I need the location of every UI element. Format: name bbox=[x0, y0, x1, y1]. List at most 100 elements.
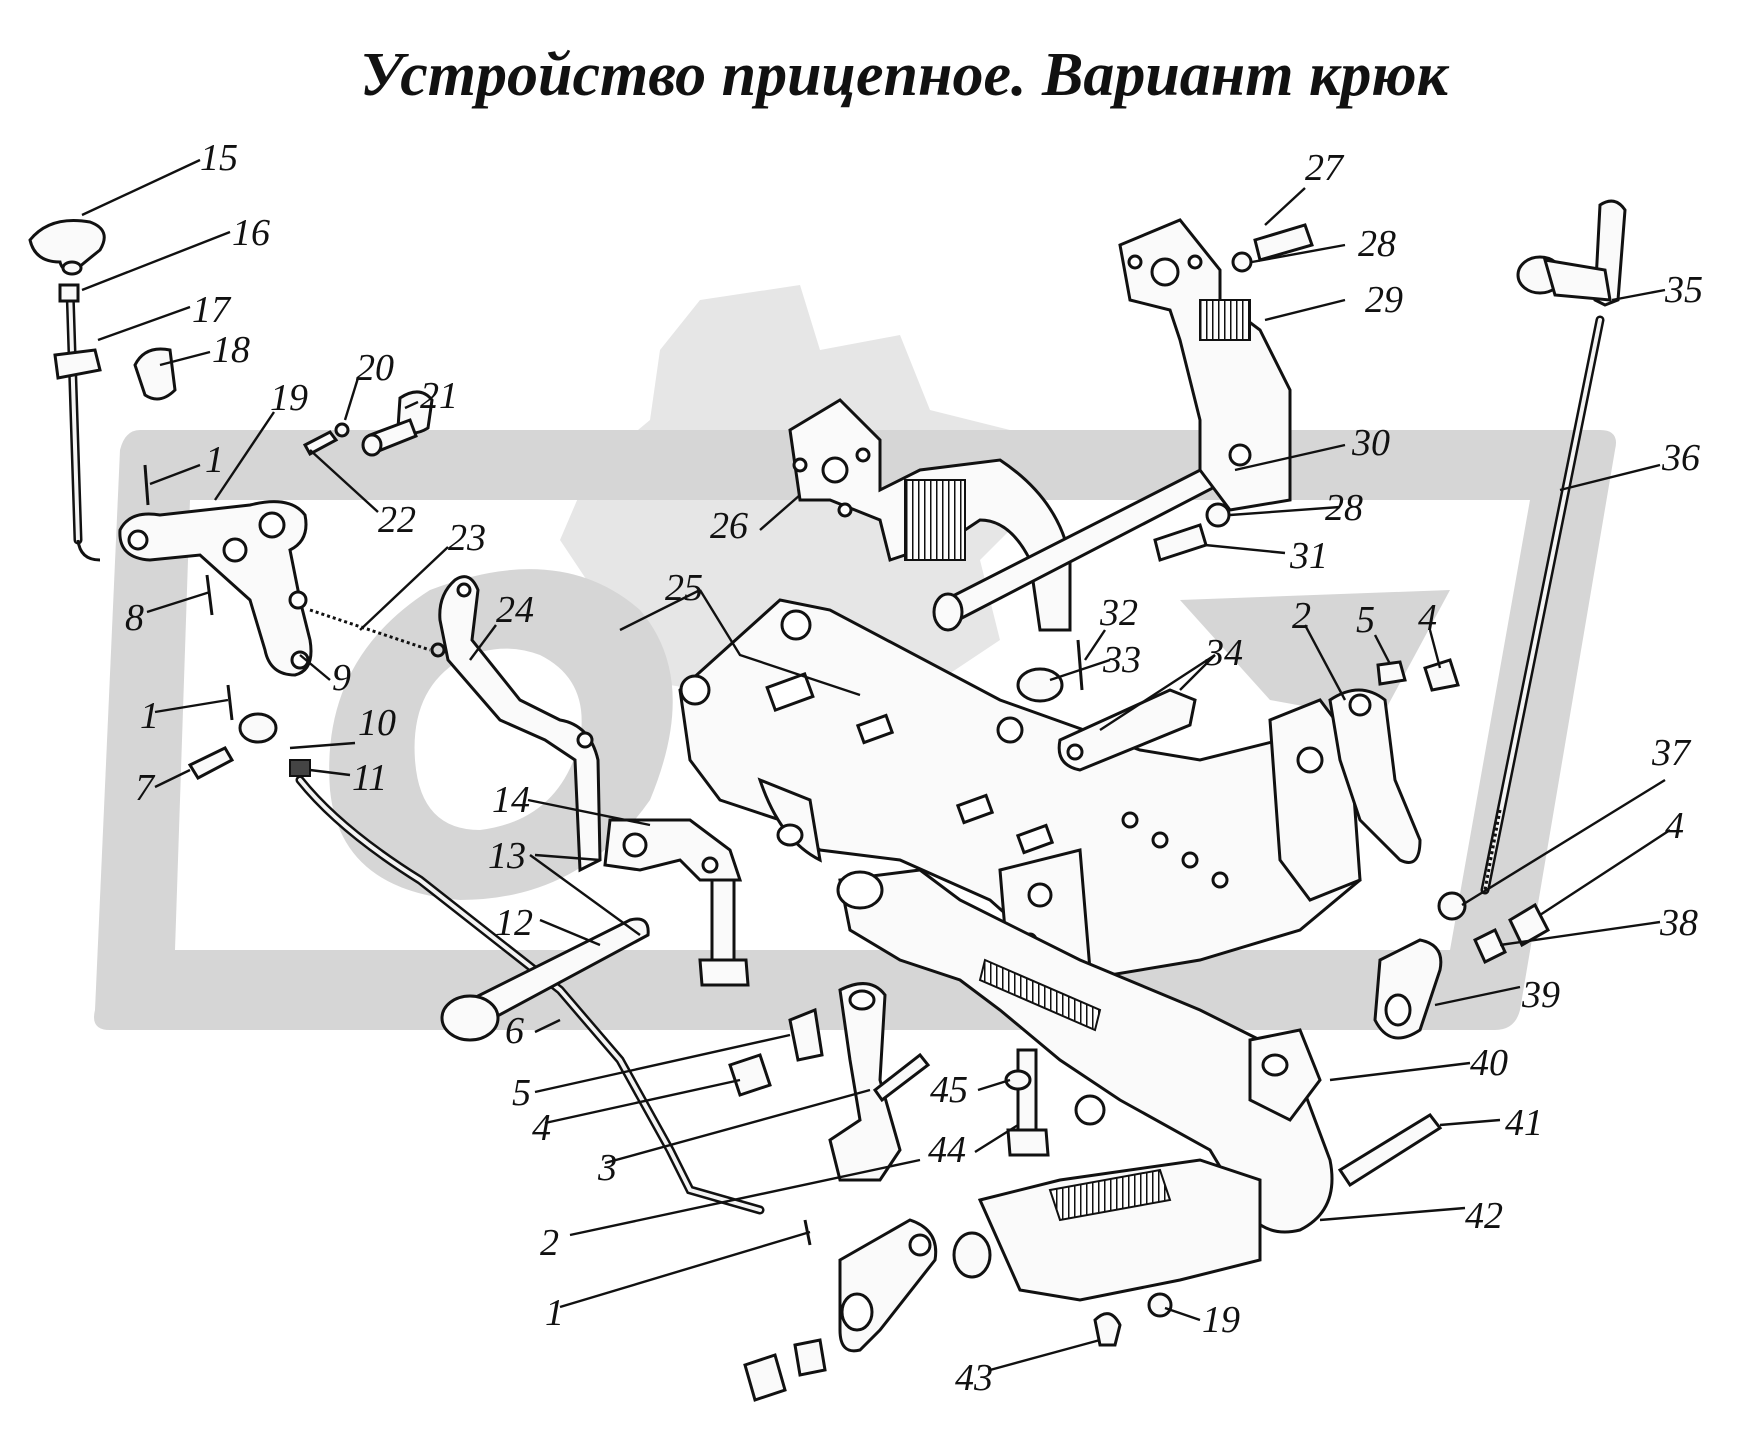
callout-7: 7 bbox=[135, 767, 156, 809]
callout-31: 31 bbox=[1289, 535, 1328, 577]
part-cotter-pin bbox=[226, 684, 234, 721]
part-washer bbox=[1231, 251, 1253, 273]
part-washer bbox=[1205, 502, 1231, 528]
part-hex-bolt bbox=[698, 878, 750, 987]
callout-20: 20 bbox=[356, 347, 394, 389]
part-rod-end bbox=[238, 712, 311, 777]
callout-10: 10 bbox=[358, 702, 396, 744]
part-lock-washer bbox=[793, 1338, 827, 1377]
callout-28: 28 bbox=[1325, 487, 1363, 529]
callout-3: 3 bbox=[597, 1147, 617, 1189]
part-clip bbox=[1093, 1312, 1122, 1347]
part-pin-shaft bbox=[440, 917, 650, 1042]
callout-1: 1 bbox=[205, 439, 224, 481]
callout-1: 1 bbox=[545, 1292, 564, 1334]
callout-8: 8 bbox=[125, 597, 144, 639]
part-small-bracket bbox=[603, 818, 743, 882]
callout-5: 5 bbox=[1356, 599, 1375, 641]
callout-21: 21 bbox=[420, 375, 458, 417]
part-lever-arm bbox=[118, 500, 313, 677]
callout-14: 14 bbox=[492, 779, 530, 821]
callout-39: 39 bbox=[1521, 974, 1560, 1016]
callout-4: 4 bbox=[532, 1107, 551, 1149]
part-bolt bbox=[1508, 902, 1550, 948]
part-latch-plate bbox=[1057, 688, 1197, 772]
callout-4: 4 bbox=[1418, 597, 1437, 639]
part-knob bbox=[28, 218, 106, 276]
part-long-rod bbox=[295, 775, 765, 1215]
callout-45: 45 bbox=[930, 1069, 968, 1111]
part-cotter-pin bbox=[1076, 639, 1084, 691]
callout-41: 41 bbox=[1505, 1102, 1543, 1144]
part-spring bbox=[309, 608, 446, 658]
callout-13: 13 bbox=[488, 835, 526, 877]
part-nut bbox=[1437, 891, 1467, 921]
part-left-bracket bbox=[788, 398, 1072, 632]
part-hook-body bbox=[836, 868, 1334, 1234]
diagram-title: Устройство прицепное. Вариант крюк bbox=[360, 41, 1450, 109]
callout-2: 2 bbox=[540, 1222, 559, 1264]
callout-4: 4 bbox=[1665, 805, 1684, 847]
callout-17: 17 bbox=[192, 289, 232, 331]
callout-2: 2 bbox=[1292, 595, 1311, 637]
part-knuckle-bottom bbox=[838, 1218, 938, 1353]
callout-18: 18 bbox=[212, 329, 250, 371]
part-lock-washer bbox=[1473, 927, 1507, 965]
part-knuckle-right bbox=[1328, 658, 1460, 864]
callout-22: 22 bbox=[378, 499, 416, 541]
part-cotter-pin bbox=[205, 574, 214, 616]
part-screw bbox=[302, 430, 339, 457]
part-pin bbox=[1337, 1113, 1443, 1188]
part-clip bbox=[133, 347, 177, 401]
callout-37: 37 bbox=[1651, 732, 1692, 774]
callout-44: 44 bbox=[928, 1129, 966, 1171]
callout-40: 40 bbox=[1470, 1042, 1508, 1084]
part-nut bbox=[334, 422, 350, 438]
part-latch-link bbox=[438, 575, 602, 873]
callout-26: 26 bbox=[710, 505, 748, 547]
callout-30: 30 bbox=[1351, 422, 1390, 464]
part-knuckle bbox=[1373, 938, 1443, 1040]
part-main-frame bbox=[678, 598, 1362, 982]
leader-lines bbox=[81, 158, 1671, 1372]
callout-35: 35 bbox=[1664, 269, 1703, 311]
part-washer bbox=[1147, 1292, 1173, 1318]
callout-38: 38 bbox=[1659, 902, 1698, 944]
part-pin-bracket bbox=[361, 390, 434, 457]
callout-19: 19 bbox=[1202, 1299, 1240, 1341]
part-base-block bbox=[952, 1158, 1262, 1302]
part-bolt bbox=[187, 746, 235, 780]
callout-19: 19 bbox=[270, 377, 308, 419]
part-tie-rod bbox=[1480, 199, 1627, 895]
callout-5: 5 bbox=[512, 1072, 531, 1114]
part-vertical-rod bbox=[53, 283, 102, 562]
callout-25: 25 bbox=[665, 567, 703, 609]
callout-23: 23 bbox=[448, 517, 486, 559]
part-hex-bolt bbox=[1006, 1048, 1050, 1157]
part-knuckle-left bbox=[828, 982, 931, 1182]
part-bolt bbox=[1253, 223, 1314, 262]
callout-28: 28 bbox=[1358, 223, 1396, 265]
callout-24: 24 bbox=[496, 589, 534, 631]
callout-11: 11 bbox=[352, 757, 387, 799]
part-right-bracket bbox=[1118, 218, 1292, 512]
part-washer bbox=[1016, 667, 1064, 703]
callout-16: 16 bbox=[232, 212, 270, 254]
callout-42: 42 bbox=[1465, 1195, 1503, 1237]
callout-6: 6 bbox=[505, 1010, 524, 1052]
callout-34: 34 bbox=[1204, 632, 1243, 674]
part-lock-washer bbox=[788, 1007, 824, 1062]
part-cotter-pin bbox=[143, 464, 150, 506]
part-bolt bbox=[728, 1053, 772, 1097]
callout-1: 1 bbox=[140, 695, 159, 737]
callout-15: 15 bbox=[200, 137, 238, 179]
callout-29: 29 bbox=[1365, 279, 1403, 321]
callout-9: 9 bbox=[332, 657, 351, 699]
callout-27: 27 bbox=[1305, 147, 1345, 189]
callout-32: 32 bbox=[1099, 592, 1138, 634]
callout-43: 43 bbox=[955, 1357, 993, 1399]
callout-labels: 15 16 17 18 19 20 21 1 22 8 23 24 9 1 10… bbox=[125, 137, 1703, 1399]
callout-12: 12 bbox=[495, 902, 533, 944]
part-bolt bbox=[1153, 523, 1208, 562]
